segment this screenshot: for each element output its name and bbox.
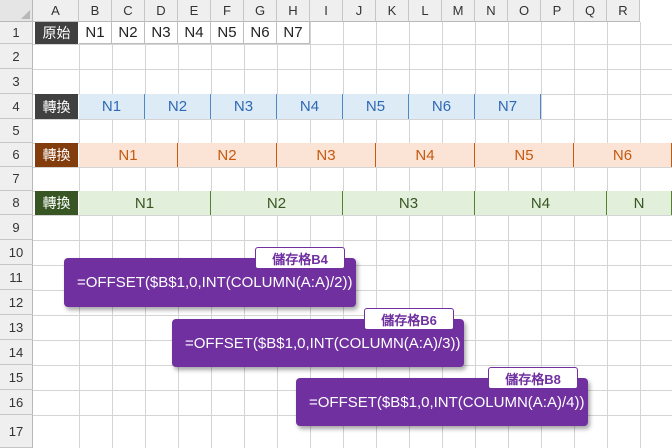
row4-cell[interactable]: N2	[145, 94, 211, 119]
gridline-vertical	[310, 22, 311, 448]
column-header-e[interactable]: E	[178, 0, 211, 22]
column-header-n[interactable]: N	[475, 0, 508, 22]
row-header-13[interactable]: 13	[0, 315, 33, 340]
row4-cell[interactable]: N1	[79, 94, 145, 119]
column-header-r[interactable]: R	[607, 0, 640, 22]
row4-cell[interactable]: N3	[211, 94, 277, 119]
gridline-horizontal	[33, 315, 672, 316]
gridline-horizontal	[33, 119, 672, 120]
column-header-p[interactable]: P	[541, 0, 574, 22]
column-header-l[interactable]: L	[409, 0, 442, 22]
row8-cell[interactable]: N3	[343, 191, 475, 215]
column-header-k[interactable]: K	[376, 0, 409, 22]
row-header-17[interactable]: 17	[0, 415, 33, 448]
column-header-h[interactable]: H	[277, 0, 310, 22]
row-header-16[interactable]: 16	[0, 390, 33, 415]
row-header-9[interactable]: 9	[0, 215, 33, 240]
cell-tag-b6: 儲存格B6	[364, 308, 454, 330]
row-header-2[interactable]: 2	[0, 44, 33, 69]
row1-cell[interactable]: N4	[178, 22, 211, 44]
row6-label-cell[interactable]: 轉換	[35, 143, 78, 167]
column-header-g[interactable]: G	[244, 0, 277, 22]
gridline-vertical	[277, 22, 278, 448]
gridline-horizontal	[33, 215, 672, 216]
row1-cell[interactable]: N5	[211, 22, 244, 44]
column-header-i[interactable]: I	[310, 0, 343, 22]
row6-cell[interactable]: N5	[475, 143, 574, 167]
row1-cell[interactable]: N3	[145, 22, 178, 44]
row-header-1[interactable]: 1	[0, 22, 33, 44]
row8-cell[interactable]: N4	[475, 191, 607, 215]
row4-cell[interactable]: N6	[409, 94, 475, 119]
row-header-15[interactable]: 15	[0, 365, 33, 390]
gridline-vertical	[541, 22, 542, 448]
column-header-c[interactable]: C	[112, 0, 145, 22]
row1-cell[interactable]: N6	[244, 22, 277, 44]
gridline-horizontal	[33, 167, 672, 168]
row6-cell[interactable]: N1	[79, 143, 178, 167]
gridline-vertical	[442, 22, 443, 448]
row4-cell[interactable]: N4	[277, 94, 343, 119]
row-header-7[interactable]: 7	[0, 167, 33, 191]
gridline-vertical	[640, 22, 641, 448]
row6-cell[interactable]: N4	[376, 143, 475, 167]
row-header-12[interactable]: 12	[0, 290, 33, 315]
gridline-horizontal	[33, 240, 672, 241]
gridline-vertical	[574, 22, 575, 448]
gridline-vertical	[112, 22, 113, 448]
gridline-vertical	[343, 22, 344, 448]
cell-tag-b8: 儲存格B8	[488, 367, 578, 389]
row8-cell[interactable]: N1	[79, 191, 211, 215]
gridline-horizontal	[33, 69, 672, 70]
gridline-vertical	[409, 22, 410, 448]
row-header-5[interactable]: 5	[0, 119, 33, 143]
column-header-m[interactable]: M	[442, 0, 475, 22]
row-header-10[interactable]: 10	[0, 240, 33, 265]
gridline-horizontal	[33, 44, 672, 45]
row8-cell[interactable]: N	[607, 191, 672, 215]
row1-cell[interactable]: N2	[112, 22, 145, 44]
gridline-vertical	[475, 22, 476, 448]
gridline-vertical	[244, 22, 245, 448]
row1-label-cell[interactable]: 原始	[35, 22, 78, 44]
cell-tag-b4: 儲存格B4	[255, 247, 345, 269]
row-header-4[interactable]: 4	[0, 94, 33, 119]
gridline-vertical	[79, 22, 80, 448]
row1-cell[interactable]: N7	[277, 22, 310, 44]
row-header-3[interactable]: 3	[0, 69, 33, 94]
row4-cell[interactable]: N7	[475, 94, 541, 119]
row-header-11[interactable]: 11	[0, 265, 33, 290]
row8-cell[interactable]: N2	[211, 191, 343, 215]
column-header-q[interactable]: Q	[574, 0, 607, 22]
gridline-vertical	[376, 22, 377, 448]
column-header-j[interactable]: J	[343, 0, 376, 22]
row1-cell[interactable]: N1	[79, 22, 112, 44]
row6-cell[interactable]: N2	[178, 143, 277, 167]
row8-label-cell[interactable]: 轉換	[35, 191, 78, 215]
gridline-vertical	[178, 22, 179, 448]
row-header-6[interactable]: 6	[0, 143, 33, 167]
gridline-vertical	[508, 22, 509, 448]
row-header-14[interactable]: 14	[0, 340, 33, 365]
row6-cell[interactable]: N6	[574, 143, 672, 167]
row6-cell[interactable]: N3	[277, 143, 376, 167]
column-header-a[interactable]: A	[33, 0, 79, 22]
column-header-d[interactable]: D	[145, 0, 178, 22]
row4-cell[interactable]: N5	[343, 94, 409, 119]
row4-label-cell[interactable]: 轉換	[35, 94, 78, 119]
gridline-vertical	[607, 22, 608, 448]
gridline-vertical	[211, 22, 212, 448]
column-header-f[interactable]: F	[211, 0, 244, 22]
column-header-o[interactable]: O	[508, 0, 541, 22]
gridline-vertical	[145, 22, 146, 448]
select-all-corner[interactable]	[0, 0, 33, 22]
column-header-b[interactable]: B	[79, 0, 112, 22]
row-header-8[interactable]: 8	[0, 191, 33, 215]
